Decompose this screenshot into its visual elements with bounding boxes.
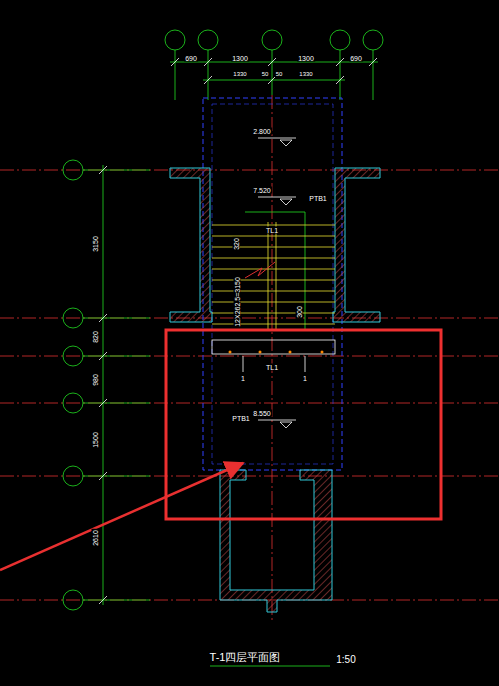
dimension-label: 12X262.5=3150 [234, 276, 241, 328]
dimension-label: 1330 [298, 71, 313, 77]
dimension-label: 820 [92, 330, 99, 344]
dimension-label: 7.520 [252, 187, 272, 194]
dimension-label: 1300 [297, 55, 315, 62]
dimension-label: 1330 [232, 71, 247, 77]
dimension-label: TL1 [265, 227, 279, 234]
dimension-label: 1500 [92, 431, 99, 449]
dimension-label: PTB1 [308, 195, 328, 202]
dimension-label: 320 [233, 237, 240, 251]
dimension-label: 3150 [92, 235, 99, 253]
dimension-label: TL1 [265, 364, 279, 371]
dimension-label: 980 [92, 373, 99, 387]
dimension-label: 690 [349, 55, 363, 62]
dimension-label: 2610 [92, 529, 99, 547]
dimension-label: 300 [296, 305, 303, 319]
drawing-title: T-1四层平面图 [209, 652, 282, 663]
dimension-label: 8.550 [252, 410, 272, 417]
scale-label: 1:50 [335, 655, 356, 665]
dimension-label: 2.800 [252, 128, 272, 135]
dimension-label: 50 [261, 71, 270, 77]
dimension-label: 50 [275, 71, 284, 77]
dimension-label: 1 [240, 375, 246, 382]
dimension-label: 1300 [231, 55, 249, 62]
dimension-label: PTB1 [231, 415, 251, 422]
dimension-label: 1 [302, 375, 308, 382]
dimension-label: 690 [184, 55, 198, 62]
